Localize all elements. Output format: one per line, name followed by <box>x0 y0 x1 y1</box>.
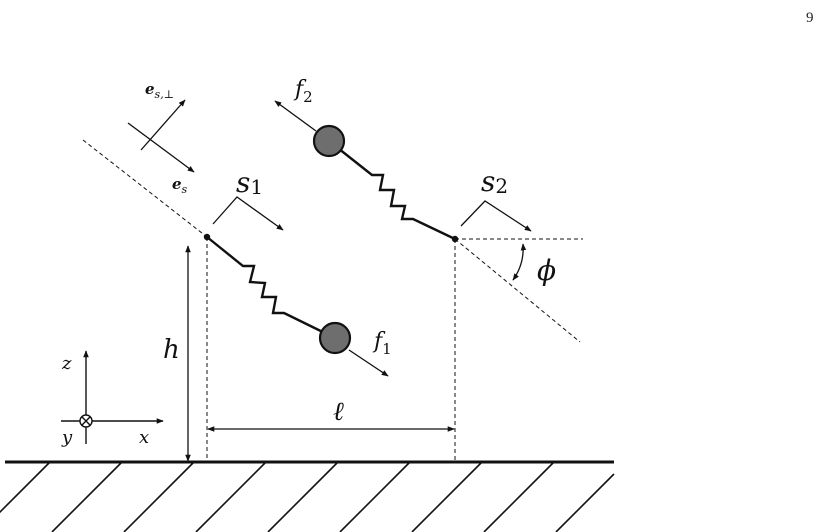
f2-label: f2 <box>293 77 313 106</box>
reference-line-right <box>454 238 581 343</box>
y-axis-into-page-icon <box>79 414 93 428</box>
anchor-point-2 <box>451 235 459 243</box>
spring-1 <box>206 236 336 340</box>
e-s-label: es <box>172 175 188 196</box>
s2-coordinate-arrow <box>460 200 532 232</box>
s1-label: s1 <box>236 166 263 199</box>
force-arrow-f2 <box>274 100 317 132</box>
z-axis-label: z <box>61 353 72 374</box>
spring-2 <box>328 140 456 241</box>
phi-angle-arc <box>512 243 527 281</box>
s2-label: s2 <box>481 165 508 198</box>
h-label: h <box>163 335 180 365</box>
mass-1 <box>318 321 352 355</box>
anchor-point-1 <box>203 233 211 241</box>
s1-coordinate-arrow <box>212 196 284 231</box>
y-axis-label: y <box>61 427 73 448</box>
phi-label: ϕ <box>537 254 556 287</box>
coordinate-axes <box>61 350 164 444</box>
e-s-perp-arrow <box>140 99 186 151</box>
reference-line-left <box>82 139 208 238</box>
ground <box>0 460 615 532</box>
f1-label: f1 <box>372 329 392 358</box>
x-axis-label: x <box>139 427 149 448</box>
e-s-arrow <box>127 122 195 173</box>
oscillator-1 <box>203 196 389 377</box>
page-number: 9 <box>806 10 814 26</box>
oscillator-2 <box>274 100 532 243</box>
unit-vector-axes <box>127 99 195 173</box>
ground-hatching <box>0 461 615 532</box>
ell-label: ℓ <box>333 397 344 427</box>
force-arrow-f1 <box>348 349 389 377</box>
e-s-perp-label: es,⊥ <box>145 80 174 101</box>
mass-2 <box>312 124 346 158</box>
